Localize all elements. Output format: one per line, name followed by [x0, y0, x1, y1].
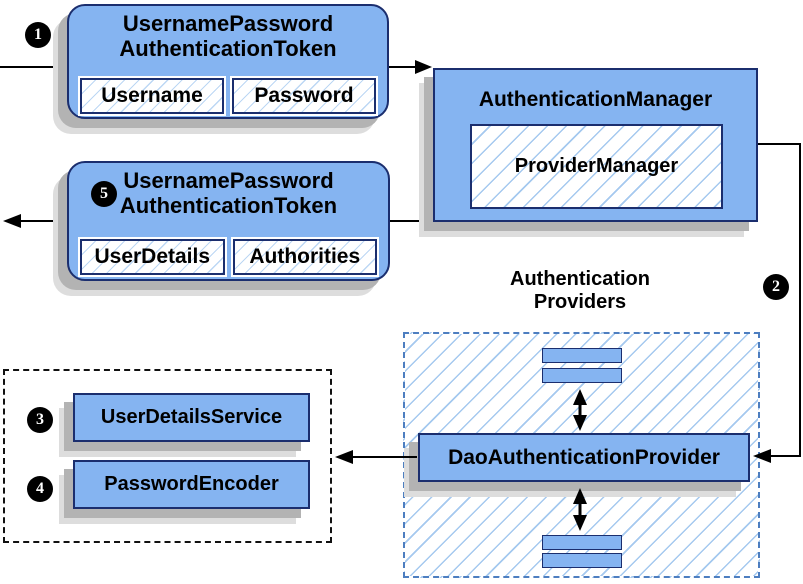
provider-manager-box: ProviderManager [470, 124, 723, 209]
provider-placeholder-bar [542, 368, 622, 383]
request-token-fields: Username Password [80, 78, 376, 114]
step-badge-3: 3 [27, 407, 53, 433]
authentication-providers-heading: Authentication Providers [480, 268, 680, 314]
response-token-title-line1: UsernamePassword [123, 168, 334, 193]
field-username: Username [80, 78, 224, 114]
step-badge-5: 5 [91, 181, 117, 207]
step-badge-1: 1 [25, 22, 51, 48]
field-userdetails: UserDetails [80, 239, 225, 275]
password-encoder-box: PasswordEncoder [73, 460, 310, 509]
response-token-box: UsernamePassword AuthenticationToken Use… [67, 161, 390, 281]
authentication-manager-title: AuthenticationManager [478, 88, 713, 111]
provider-placeholder-bar [542, 348, 622, 363]
request-token-title: UsernamePassword AuthenticationToken [69, 6, 387, 61]
response-token-fields: UserDetails Authorities [80, 239, 377, 275]
provider-placeholder-bar [542, 553, 622, 568]
providers-heading-line1: Authentication [510, 268, 650, 290]
provider-placeholder-bar [542, 535, 622, 550]
step-badge-2: 2 [763, 274, 789, 300]
field-authorities: Authorities [232, 239, 377, 275]
providers-heading-line2: Providers [533, 291, 627, 313]
response-token-title: UsernamePassword AuthenticationToken [69, 163, 388, 218]
step-badge-4: 4 [27, 476, 53, 502]
request-token-title-line1: UsernamePassword [122, 11, 334, 36]
field-password: Password [232, 78, 376, 114]
dao-authentication-provider-box: DaoAuthenticationProvider [418, 433, 750, 482]
response-token-title-line2: AuthenticationToken [119, 193, 338, 218]
authentication-manager-box: AuthenticationManager ProviderManager [433, 68, 758, 222]
user-details-service-box: UserDetailsService [73, 393, 310, 442]
request-token-box: UsernamePassword AuthenticationToken Use… [67, 4, 389, 119]
services-group [3, 369, 332, 543]
request-token-title-line2: AuthenticationToken [119, 36, 337, 61]
